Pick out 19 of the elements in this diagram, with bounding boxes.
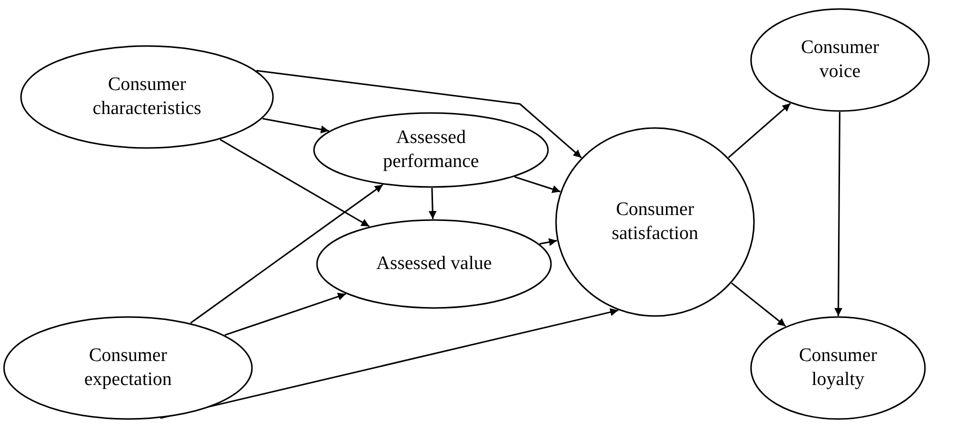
arrow [190,184,384,324]
node-label: Consumer voice [800,36,880,84]
arrow [539,238,558,246]
arrow [428,188,437,220]
node-label: Consumer expectation [83,344,173,392]
node-label: Consumer characteristics [92,73,202,121]
node-label: Consumer loyalty [798,344,878,392]
arrow [256,70,582,158]
arrow [834,112,842,316]
node-label: Assessed value [376,252,492,276]
arrow [220,138,370,228]
node-label: Consumer satisfaction [610,198,700,246]
arrow [160,308,618,419]
arrow [731,282,786,327]
arrow [728,102,791,158]
arrow [262,118,330,134]
node-label: Assessed performance [382,126,480,174]
arrow [514,176,561,193]
arrow [224,292,346,336]
